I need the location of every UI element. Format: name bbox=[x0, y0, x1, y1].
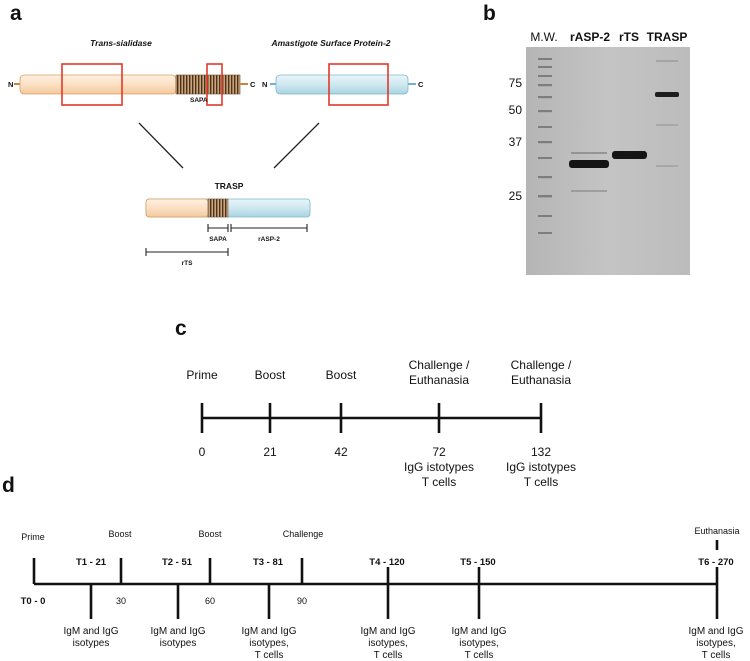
d-event-boost-2: Boost bbox=[198, 529, 222, 539]
lane-label-mw: M.W. bbox=[530, 30, 557, 44]
d-note-t3-line2: isotypes, bbox=[249, 638, 288, 649]
gel-image bbox=[526, 47, 690, 275]
ts-highlight-box bbox=[61, 63, 123, 106]
d-note-t1-line1: IgM and IgG bbox=[63, 626, 118, 637]
d-note-t4-line1: IgM and IgG bbox=[360, 626, 415, 637]
c-event-prime: Prime bbox=[186, 368, 218, 382]
d-timepoint-t2: T2 - 51 bbox=[162, 557, 193, 568]
trasp-title: TRASP bbox=[215, 181, 244, 191]
d-timepoint-t4: T4 - 120 bbox=[369, 557, 404, 568]
d-note-t5-line3: T cells bbox=[465, 650, 494, 661]
d-timepoint-t0: T0 - 0 bbox=[21, 596, 46, 607]
d-event-euthanasia: Euthanasia bbox=[694, 526, 739, 536]
d-note-t2-line2: isotypes bbox=[160, 638, 197, 649]
d-note-t6-line2: isotypes, bbox=[696, 638, 735, 649]
band-trasp bbox=[655, 92, 679, 97]
d-timepoint-t3: T3 - 81 bbox=[253, 557, 284, 568]
c-note-igg-72: IgG istotypes bbox=[404, 460, 474, 474]
d-note-t4-line2: isotypes, bbox=[368, 638, 407, 649]
trasp-fusion-protein bbox=[145, 198, 311, 218]
c-day-132: 132 bbox=[531, 445, 551, 459]
d-sample-notes: IgM and IgG isotypes IgM and IgG isotype… bbox=[63, 626, 743, 661]
d-day-30: 30 bbox=[116, 596, 126, 606]
c-event-boost-1: Boost bbox=[255, 368, 286, 382]
trans-sialidase-protein bbox=[14, 63, 248, 106]
lane-label-rts: rTS bbox=[619, 30, 639, 44]
connector-line-left bbox=[138, 122, 184, 169]
mw-marker-37: 37 bbox=[509, 135, 523, 149]
c-note-igg-132: IgG istotypes bbox=[506, 460, 576, 474]
trasp-rts-label: rTS bbox=[182, 260, 194, 267]
c-event-challenge-2: Challenge / bbox=[511, 358, 572, 372]
d-note-t5-line2: isotypes, bbox=[459, 638, 498, 649]
d-note-t6-line3: T cells bbox=[702, 650, 731, 661]
c-event-boost-2: Boost bbox=[326, 368, 357, 382]
d-event-challenge: Challenge bbox=[283, 529, 324, 539]
d-event-boost-1: Boost bbox=[108, 529, 132, 539]
c-event-challenge-1: Challenge / bbox=[409, 358, 470, 372]
d-timepoint-t1: T1 - 21 bbox=[76, 557, 107, 568]
d-note-t3-line1: IgM and IgG bbox=[241, 626, 296, 637]
c-note-tcells-72: T cells bbox=[422, 475, 456, 489]
sapa-highlight-box bbox=[206, 63, 223, 106]
n-terminus-right: N bbox=[262, 80, 267, 89]
trasp-rasp2-label: rASP-2 bbox=[258, 236, 280, 243]
mw-marker-50: 50 bbox=[509, 103, 523, 117]
d-note-t1-line2: isotypes bbox=[73, 638, 110, 649]
d-note-t4-line3: T cells bbox=[374, 650, 403, 661]
d-note-t3-line3: T cells bbox=[255, 650, 284, 661]
c-event-euthanasia-1: Euthanasia bbox=[409, 373, 469, 387]
c-note-tcells-132: T cells bbox=[524, 475, 558, 489]
asp2-protein bbox=[270, 63, 416, 106]
lane-label-rasp2: rASP-2 bbox=[570, 30, 610, 44]
d-timepoint-t5: T5 - 150 bbox=[460, 557, 495, 568]
panel-letter-a: a bbox=[10, 2, 22, 25]
d-note-t5-line1: IgM and IgG bbox=[451, 626, 506, 637]
c-terminus-right: C bbox=[418, 80, 424, 89]
panel-letter-d: d bbox=[2, 474, 15, 497]
sapa-label: SAPA bbox=[190, 97, 208, 104]
mw-marker-75: 75 bbox=[509, 76, 523, 90]
c-event-euthanasia-2: Euthanasia bbox=[511, 373, 571, 387]
band-rasp2 bbox=[569, 160, 609, 168]
ts-title: Trans-sialidase bbox=[90, 38, 152, 48]
c-day-42: 42 bbox=[334, 445, 348, 459]
trasp-domain-brackets bbox=[145, 224, 308, 256]
d-note-t6-line1: IgM and IgG bbox=[688, 626, 743, 637]
c-day-0: 0 bbox=[199, 445, 206, 459]
n-terminus-left: N bbox=[8, 80, 13, 89]
lane-label-trasp: TRASP bbox=[647, 30, 688, 44]
band-rts bbox=[612, 151, 647, 159]
panel-letter-c: c bbox=[175, 317, 187, 340]
c-terminus-left: C bbox=[250, 80, 256, 89]
c-day-21: 21 bbox=[263, 445, 277, 459]
asp2-highlight-box bbox=[328, 63, 389, 106]
connector-line-right bbox=[273, 122, 320, 169]
d-note-t2-line1: IgM and IgG bbox=[150, 626, 205, 637]
d-day-90: 90 bbox=[297, 596, 307, 606]
asp2-title: Amastigote Surface Protein-2 bbox=[270, 38, 390, 48]
timeline-d bbox=[32, 540, 719, 619]
trasp-sapa-label: SAPA bbox=[209, 236, 227, 243]
timeline-c bbox=[200, 403, 543, 433]
d-timepoint-t6: T6 - 270 bbox=[698, 557, 733, 568]
c-day-72: 72 bbox=[432, 445, 446, 459]
d-event-prime: Prime bbox=[21, 532, 45, 542]
panel-letter-b: b bbox=[483, 2, 496, 25]
mw-marker-25: 25 bbox=[509, 189, 523, 203]
d-day-60: 60 bbox=[205, 596, 215, 606]
